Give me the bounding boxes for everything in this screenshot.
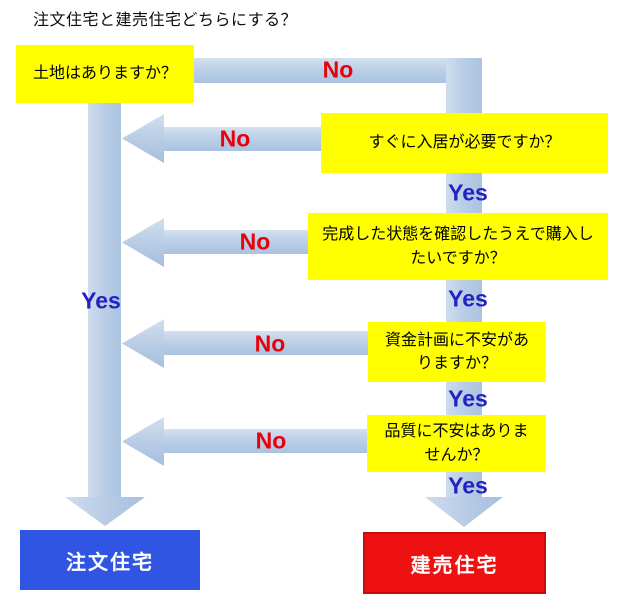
label-no-row2: No: [219, 125, 251, 152]
question-box-completed-state-label: 完成した状態を確認したうえで購入したいですか？: [322, 226, 594, 267]
label-yes-row4: Yes: [448, 385, 488, 412]
result-box-custom-home: 注文住宅: [20, 530, 200, 590]
arrowhead-down-custom-icon: [65, 497, 145, 526]
arrow-no4-band: [164, 331, 368, 355]
question-box-budget: 資金計画に不安がありますか？: [368, 322, 546, 382]
label-no-row5: No: [255, 427, 287, 454]
question-box-move-in: すぐに入居が必要ですか？: [321, 113, 608, 173]
question-box-quality-label: 品質に不安はありませんか？: [384, 423, 529, 464]
question-box-quality: 品質に不安はありませんか？: [367, 415, 546, 472]
arrow-no2-band: [164, 127, 321, 151]
arrowhead-left-row4-icon: [122, 319, 164, 368]
question-box-land: 土地はありますか？: [16, 45, 194, 103]
question-box-land-label: 土地はありますか？: [32, 65, 177, 83]
question-box-budget-label: 資金計画に不安がありますか？: [384, 331, 529, 372]
arrow-no3-band: [164, 230, 308, 254]
result-box-built-for-sale-home-label: 建売住宅: [410, 554, 499, 577]
arrow-no5-band: [164, 429, 367, 453]
label-yes-left: Yes: [81, 287, 121, 314]
arrowhead-left-row5-icon: [122, 417, 164, 466]
label-yes-row2: Yes: [448, 179, 488, 206]
arrowhead-left-row3-icon: [122, 218, 164, 267]
label-yes-row3: Yes: [448, 285, 488, 312]
arrowhead-left-row2-icon: [122, 114, 164, 163]
question-box-completed-state: 完成した状態を確認したうえで購入したいですか？: [308, 213, 608, 280]
arrow-no-top-band: [194, 58, 482, 83]
question-box-move-in-label: すぐに入居が必要ですか？: [368, 134, 561, 152]
arrowhead-down-ready-icon: [425, 497, 503, 527]
result-box-built-for-sale-home: 建売住宅: [363, 532, 546, 594]
arrow-left-vertical-band: [88, 103, 121, 497]
label-yes-row5: Yes: [448, 472, 488, 499]
flowchart-title: 注文住宅と建売住宅どちらにする？: [33, 12, 298, 29]
label-no-top: No: [322, 56, 354, 83]
result-box-custom-home-label: 注文住宅: [66, 551, 154, 574]
label-no-row3: No: [239, 228, 271, 255]
label-no-row4: No: [254, 330, 286, 357]
